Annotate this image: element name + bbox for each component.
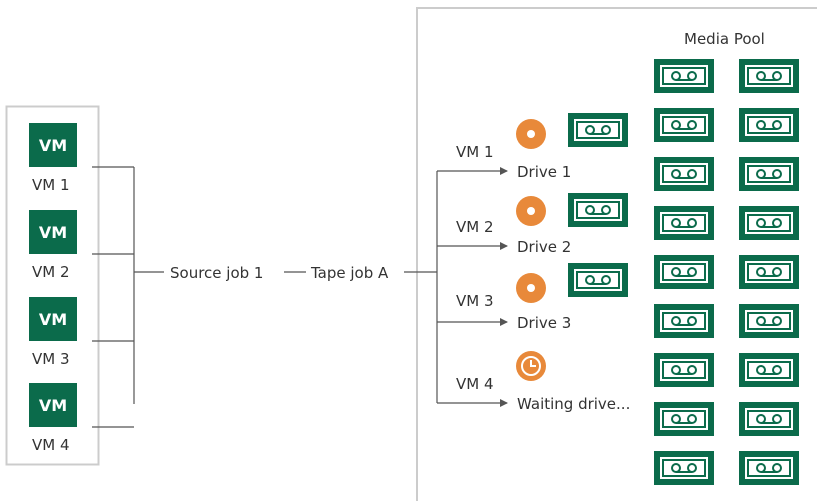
vm-icon: VM [29,210,77,254]
media-pool-tape-icon [739,206,799,240]
vm-icon: VM [29,297,77,341]
media-pool-tape-icon [654,304,714,338]
vm-group-box [5,105,100,466]
vm-label: VM 2 [32,263,70,281]
media-pool-tape-icon [654,353,714,387]
source-job-label: Source job 1 [170,264,263,282]
assignment-vm-label: VM 4 [456,375,494,393]
drive-assignment: VM 4 Waiting drive... [437,351,630,413]
tape-drive-icon [516,273,546,303]
vm-icon-text: VM [39,223,67,242]
media-pool-tape-icon [739,402,799,436]
drive-label: Drive 1 [517,163,571,181]
media-pool-tape-icon [654,206,714,240]
media-pool-tape-icon [739,353,799,387]
drive-label: Drive 3 [517,314,571,332]
vm-icon-text: VM [39,136,67,155]
tape-drive-icon [516,119,546,149]
vm-label: VM 1 [32,176,70,194]
vm-icon-text: VM [39,396,67,415]
loaded-tape-icon [568,113,628,147]
media-pool-tape-icon [739,255,799,289]
media-pool-tape-icon [654,402,714,436]
vm-label: VM 3 [32,350,70,368]
drive-assignment: VM 2 Drive 2 [437,193,628,256]
tape-drive-icon [516,196,546,226]
media-pool-tape-icon [739,157,799,191]
media-pool-tape-icon [654,59,714,93]
vm-icon: VM [29,123,77,167]
vm-label: VM 4 [32,436,70,454]
media-pool-tape-icon [654,157,714,191]
vm-node: VM VM 1 [29,123,77,194]
media-pool-tape-icon [739,59,799,93]
tape-area-border [416,7,817,501]
loaded-tape-icon [568,263,628,297]
vm-node: VM VM 3 [29,297,77,368]
media-pool-tape-icon [739,451,799,485]
media-pool-tape-icon [654,255,714,289]
vm-node: VM VM 2 [29,210,77,281]
vm-icon: VM [29,383,77,427]
drive-assignment: VM 3 Drive 3 [437,263,628,332]
media-pool-tape-icon [654,108,714,142]
assignment-vm-label: VM 1 [456,143,494,161]
assignment-vm-label: VM 3 [456,292,494,310]
clock-icon [516,351,546,381]
drive-label: Drive 2 [517,238,571,256]
tape-job-label: Tape job A [310,264,389,282]
media-pool-title: Media Pool [684,30,765,48]
assignment-vm-label: VM 2 [456,218,494,236]
media-pool-tape-icon [739,108,799,142]
vm-icon-text: VM [39,310,67,329]
vm-node: VM VM 4 [29,383,77,454]
drive-assignment: VM 1 Drive 1 [437,113,628,181]
media-pool-tape-icon [654,451,714,485]
drive-label: Waiting drive... [517,395,630,413]
media-pool-tape-icon [739,304,799,338]
loaded-tape-icon [568,193,628,227]
